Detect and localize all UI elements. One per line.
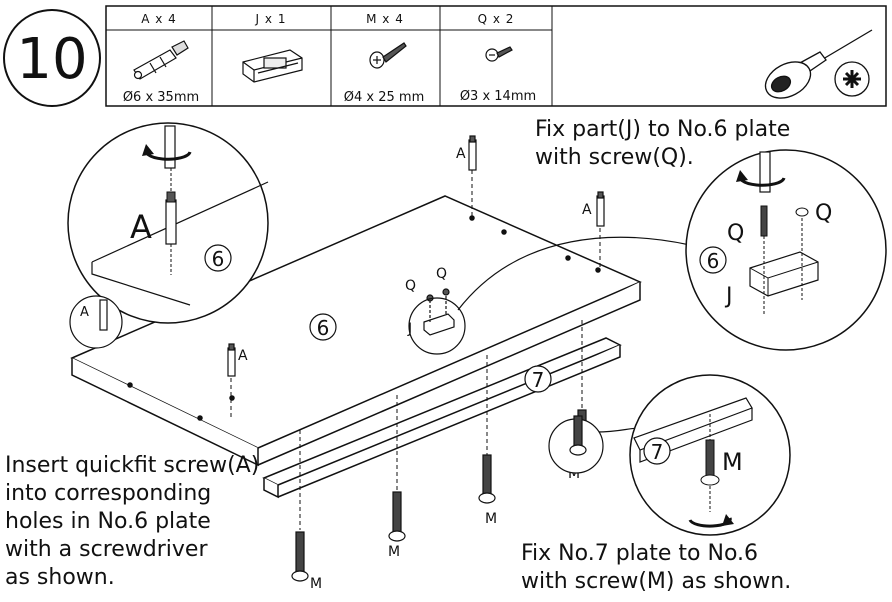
label-q-left: Q: [405, 278, 416, 294]
plate-7-label: 7: [524, 365, 552, 393]
callout-fix-7: M 7: [629, 374, 791, 536]
step-badge: 10: [3, 9, 101, 107]
label-m-3: M: [485, 511, 497, 527]
magnetic-catch-icon: [242, 49, 303, 83]
label-a-top: A: [456, 146, 466, 162]
screw-a-markers: [227, 135, 605, 377]
callout-j-plate6-label: 6: [707, 249, 720, 273]
callout-plate6-label: 6: [212, 247, 225, 271]
callout-small-m: [569, 415, 587, 456]
step-number: 10: [16, 27, 87, 92]
callout-label-j: J: [724, 284, 733, 309]
part-q-spec: Ø3 x 14mm: [460, 89, 536, 104]
instruction-insert-a: Insert quickfit screw(A) into correspond…: [5, 453, 260, 590]
callout-j-connector: [457, 236, 691, 311]
part-j-title: J x 1: [255, 12, 287, 26]
wood-screw-icon: [369, 42, 407, 69]
alignment-lines: [230, 170, 601, 530]
instruction-fix-7: Fix No.7 plate to No.6 with screw(M) as …: [521, 541, 792, 594]
svg-text:6: 6: [317, 316, 330, 340]
callout-label-m: M: [722, 448, 743, 476]
part-a-title: A x 4: [141, 12, 177, 26]
part-q-title: Q x 2: [478, 12, 515, 26]
part-a-spec: Ø6 x 35mm: [123, 90, 199, 105]
part-m-title: M x 4: [366, 12, 404, 26]
callout-label-q1: Q: [815, 201, 832, 226]
callout-small-label-a: A: [80, 305, 89, 320]
callout-insert-a: A 6: [67, 122, 269, 324]
callout-fix-j: Q Q J 6: [685, 149, 887, 351]
label-m-1: M: [310, 576, 322, 592]
instruction-fix-j: Fix part(J) to No.6 plate with screw(Q).: [535, 117, 791, 170]
callout-label-q2: Q: [727, 221, 744, 246]
part-m-spec: Ø4 x 25 mm: [344, 90, 424, 105]
parts-table: A x 4 J x 1 M x 4 Q x 2 Ø6 x 35mm Ø4 x 2…: [105, 5, 887, 107]
label-a-front: A: [238, 348, 248, 364]
svg-text:7: 7: [532, 368, 545, 392]
callout-label-a: A: [130, 208, 152, 246]
label-q-right: Q: [436, 266, 447, 282]
quickfit-screw-icon: [133, 40, 189, 80]
small-screw-icon: [485, 46, 513, 62]
callout-small-a: A: [69, 295, 123, 349]
plate-6: [70, 195, 642, 467]
callout-j-ring: [408, 297, 466, 355]
catch-j-on-plate: [423, 288, 455, 336]
plate-6-label: 6: [309, 313, 337, 341]
label-m-2: M: [388, 544, 400, 560]
screwdriver-icon: [764, 29, 873, 99]
callout-plate7-label: 7: [651, 440, 664, 464]
label-a-right: A: [582, 202, 592, 218]
